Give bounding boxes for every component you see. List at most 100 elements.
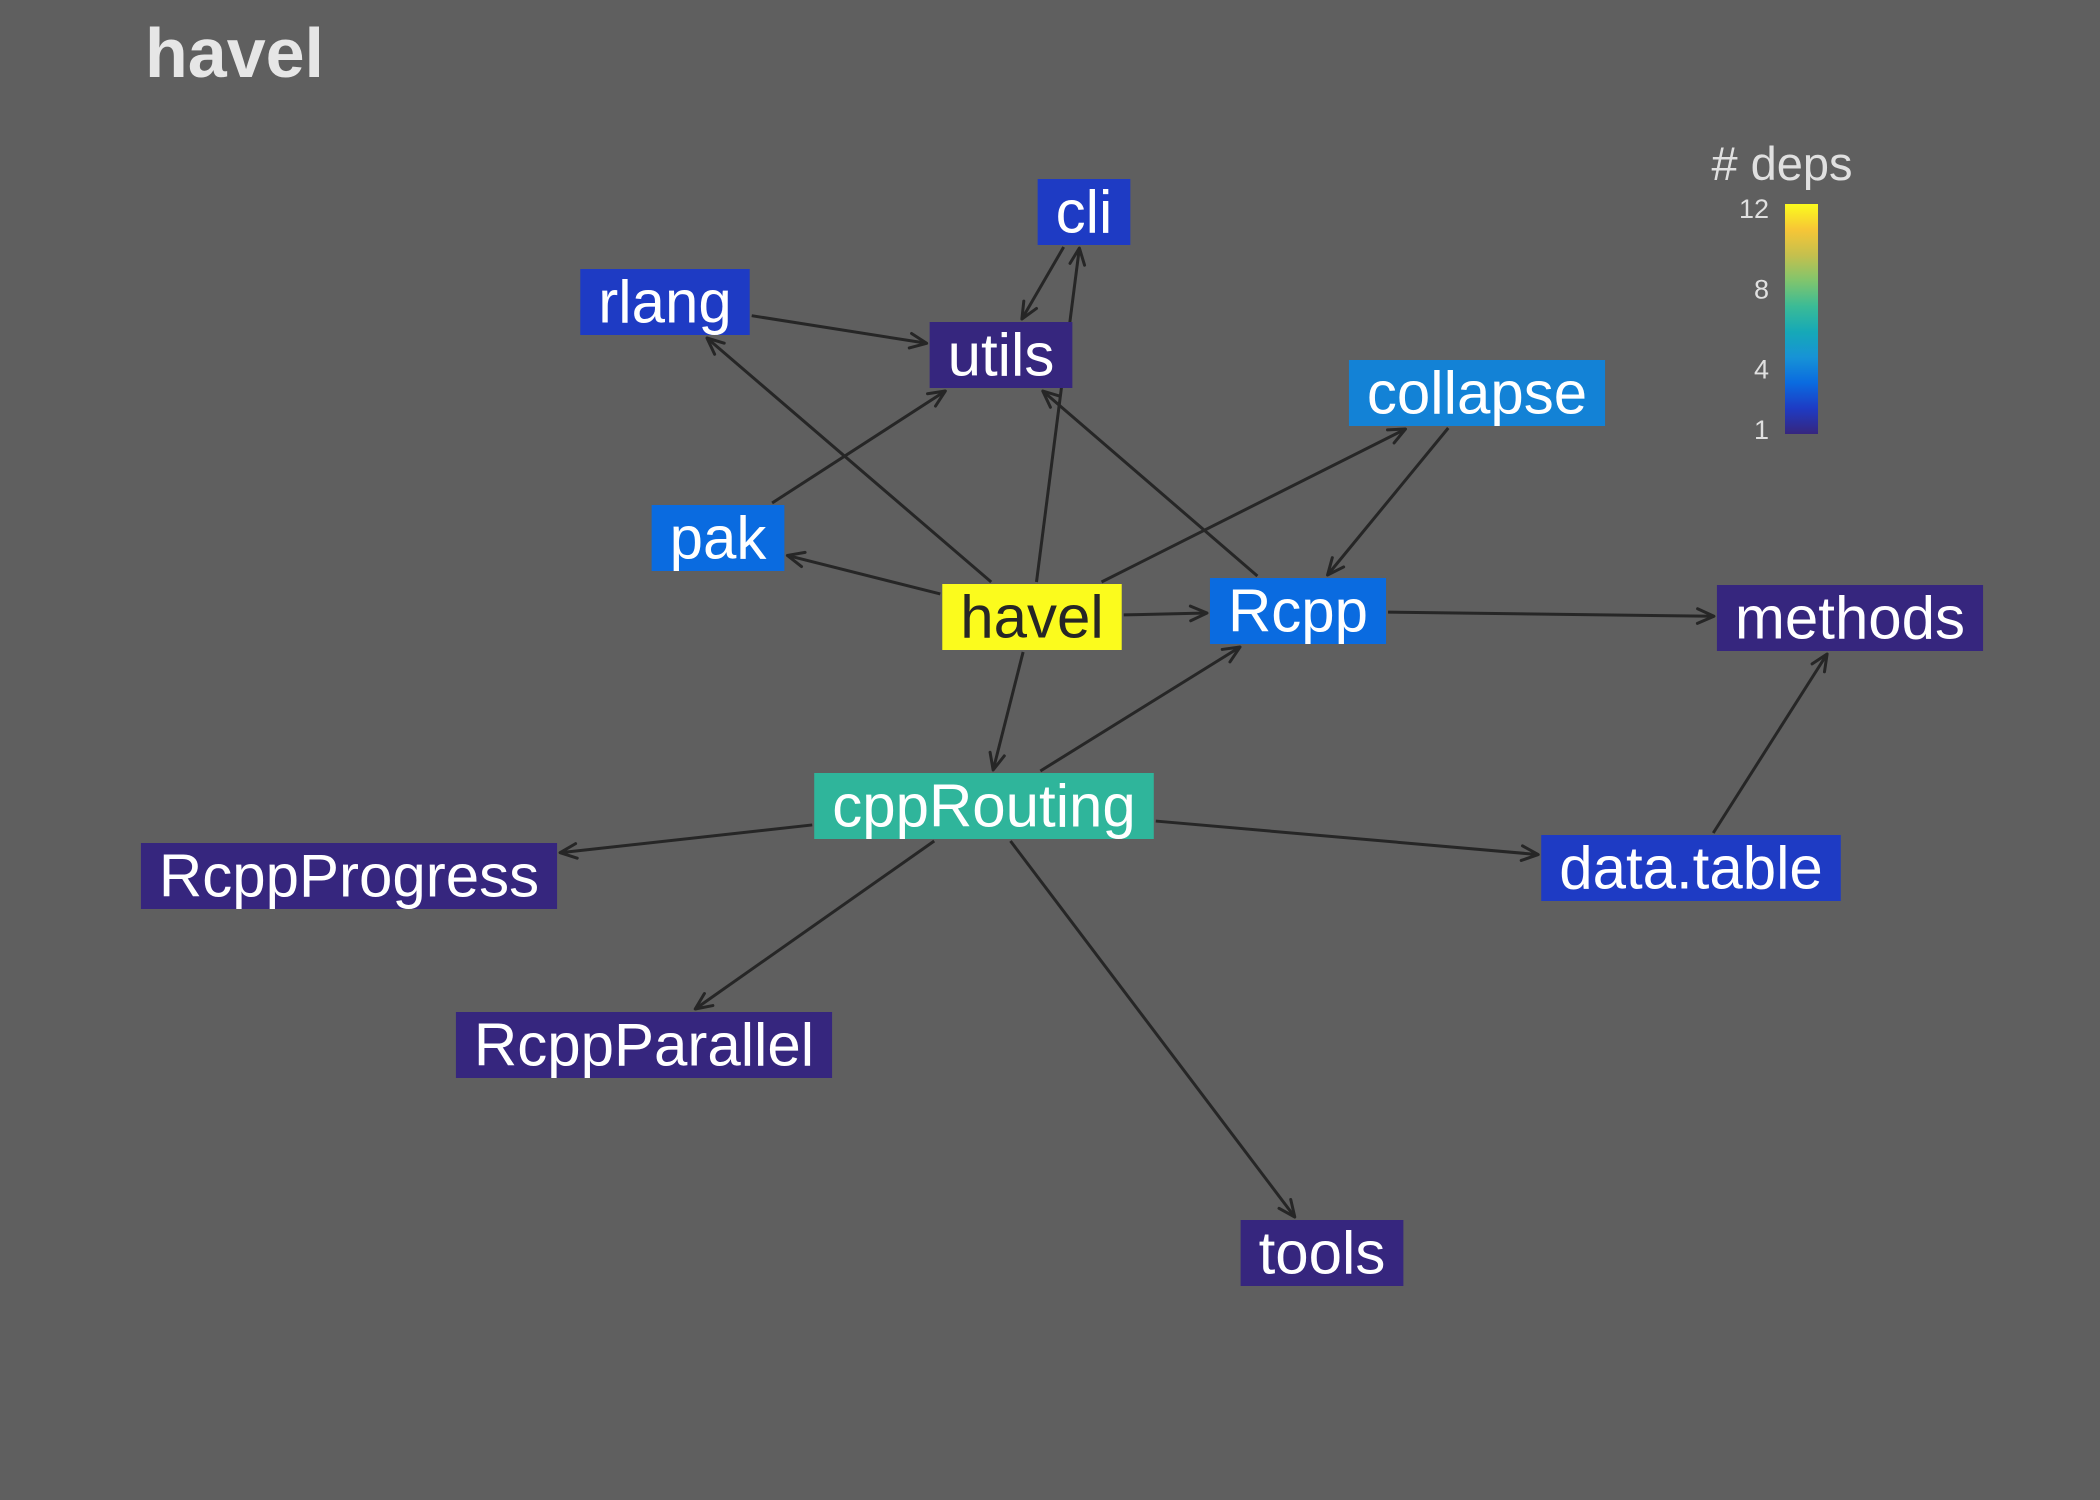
node-box (1716, 585, 1984, 651)
edge-line (705, 336, 993, 584)
graph-title: havel (145, 14, 324, 92)
edge-line (1041, 389, 1259, 578)
node-data-table: data.table (1541, 835, 1841, 902)
node-label: RcppParallel (474, 1012, 814, 1079)
edge-line (1020, 246, 1065, 320)
node-box (929, 322, 1073, 388)
edge-pak-to-utils (771, 389, 947, 505)
arrowhead (1020, 299, 1038, 321)
node-pak: pak (651, 505, 785, 572)
arrowhead (1041, 389, 1062, 409)
edges-layer (558, 246, 1829, 1219)
node-tools: tools (1240, 1220, 1404, 1287)
node-label: pak (670, 505, 768, 572)
node-cli: cli (1037, 179, 1131, 246)
node-label: rlang (598, 269, 731, 336)
legend-tick-label: 4 (1754, 355, 1769, 385)
arrowhead (907, 331, 929, 350)
arrowhead (558, 842, 579, 860)
edge-line (1711, 653, 1829, 834)
arrowhead (1277, 1197, 1297, 1219)
arrowhead (1695, 607, 1716, 625)
node-utils: utils (929, 322, 1073, 389)
node-label: data.table (1559, 835, 1823, 902)
node-cppRouting: cppRouting (814, 773, 1154, 840)
node-label: RcppProgress (159, 843, 539, 910)
node-label: Rcpp (1228, 578, 1368, 645)
edge-line (1009, 840, 1296, 1218)
edge-cppRouting-to-tools (1009, 840, 1297, 1219)
node-box (1209, 578, 1387, 644)
edge-line (559, 823, 813, 855)
node-box (814, 773, 1154, 839)
legend-tick-label: 1 (1754, 415, 1769, 445)
legend-ticks: 12 8 4 1 (1739, 194, 1769, 445)
node-RcppProgress: RcppProgress (140, 843, 558, 910)
node-label: havel (960, 584, 1103, 651)
arrowhead (1188, 604, 1209, 623)
edge-Rcpp-to-methods (1388, 607, 1716, 625)
edge-line (1155, 819, 1539, 857)
node-RcppParallel: RcppParallel (455, 1012, 833, 1079)
node-label: cli (1056, 179, 1113, 246)
edge-line (694, 839, 936, 1011)
node-label: methods (1735, 585, 1965, 652)
arrowhead (988, 750, 1006, 772)
legend-title: # deps (1711, 137, 1852, 190)
edge-line (1039, 645, 1241, 773)
node-box (1240, 1220, 1404, 1286)
edge-line (787, 553, 941, 596)
edge-line (1100, 427, 1407, 584)
edge-cppRouting-to-data-table (1155, 819, 1540, 862)
node-label: utils (948, 322, 1055, 389)
arrowhead (1068, 246, 1087, 267)
edge-collapse-to-Rcpp (1326, 427, 1450, 577)
arrowhead (1519, 844, 1540, 862)
arrowhead (705, 336, 726, 356)
edge-havel-to-Rcpp (1123, 604, 1209, 623)
edge-line (1388, 610, 1714, 618)
legend-tick-label: 8 (1754, 274, 1769, 304)
edge-cli-to-utils (1020, 246, 1065, 321)
node-havel: havel (942, 584, 1122, 651)
legend-tick-label: 12 (1739, 194, 1769, 224)
edge-havel-to-collapse (1100, 427, 1407, 584)
edge-cppRouting-to-RcppParallel (693, 839, 936, 1011)
arrowhead (1326, 556, 1346, 577)
edge-data-table-to-methods (1711, 652, 1829, 834)
node-collapse: collapse (1348, 360, 1606, 427)
node-box (1541, 835, 1841, 901)
node-box (651, 505, 785, 571)
edge-rlang-to-utils (751, 314, 929, 350)
edge-line (751, 314, 927, 345)
arrowhead (926, 389, 947, 408)
edge-havel-to-cppRouting (988, 651, 1025, 772)
edge-havel-to-pak (785, 550, 941, 596)
edge-line (771, 389, 947, 505)
node-rlang: rlang (580, 269, 750, 336)
arrowhead (785, 550, 807, 569)
node-box (1348, 360, 1606, 426)
node-box (1037, 179, 1131, 245)
edge-cppRouting-to-RcppProgress (558, 823, 813, 860)
node-Rcpp: Rcpp (1209, 578, 1387, 645)
edge-line (1326, 427, 1450, 576)
arrowhead (1386, 427, 1407, 445)
color-legend: # deps 12 8 4 1 (1711, 137, 1852, 445)
node-label: cppRouting (832, 773, 1136, 840)
node-methods: methods (1716, 585, 1984, 652)
edge-Rcpp-to-utils (1041, 389, 1259, 578)
nodes-layer: cli rlang utils collapse pak havel Rcpp methods… (140, 179, 1984, 1287)
node-box (140, 843, 558, 909)
legend-colorbar (1785, 204, 1818, 434)
node-box (942, 584, 1122, 650)
arrowhead (1220, 645, 1242, 664)
node-box (580, 269, 750, 335)
node-label: tools (1259, 1220, 1386, 1287)
edge-cppRouting-to-Rcpp (1039, 645, 1242, 773)
edge-havel-to-cli (1035, 246, 1087, 583)
arrowhead (1810, 652, 1829, 674)
edge-line (1035, 247, 1081, 583)
edge-havel-to-rlang (705, 336, 993, 584)
